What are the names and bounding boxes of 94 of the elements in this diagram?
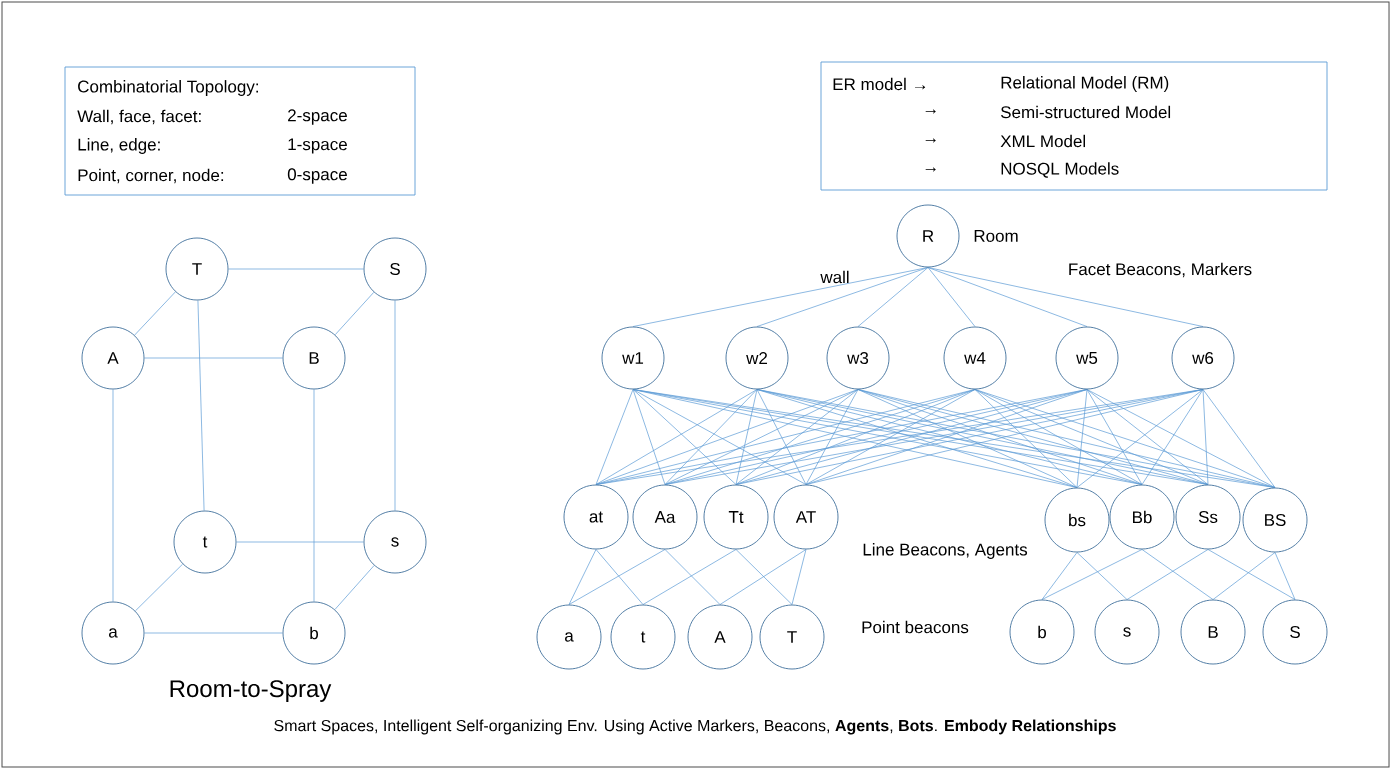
connector-line: [805, 389, 859, 485]
connector-line: [144, 632, 283, 634]
circle-node: AT: [773, 484, 839, 550]
connector-line: [642, 549, 737, 605]
circle-node: b: [1009, 599, 1075, 665]
connector-line: [632, 267, 929, 327]
connector-line: [805, 389, 1088, 485]
annotation-label: Point beacons: [862, 620, 969, 634]
circle-node: A: [81, 326, 145, 390]
connector-line: [1041, 549, 1143, 600]
connector-line: [735, 549, 793, 605]
connector-line: [595, 389, 758, 485]
connector-line: [632, 389, 807, 485]
circle-node: Bb: [1109, 484, 1175, 550]
connector-line: [1076, 389, 1088, 488]
circle-node: w1: [601, 326, 665, 390]
connector-line: [1086, 389, 1143, 485]
circle-node: T: [165, 237, 229, 301]
connector-line: [1086, 389, 1276, 488]
connector-line: [334, 565, 375, 610]
circle-node: t: [610, 604, 676, 670]
connector-line: [791, 549, 807, 605]
connector-line: [144, 357, 283, 359]
connector-line: [134, 291, 176, 336]
circle-node: at: [563, 484, 629, 550]
circle-node: w3: [826, 326, 890, 390]
circle-node: B: [282, 326, 346, 390]
circle-node: R: [896, 204, 960, 268]
connector-line: [1207, 549, 1296, 600]
connector-line: [756, 267, 929, 327]
circle-node: T: [759, 604, 825, 670]
connector-line: [719, 549, 807, 605]
connector-line: [857, 267, 929, 327]
connector-line: [664, 389, 758, 485]
connector-line: [735, 389, 859, 485]
connector-line: [112, 389, 114, 602]
connector-line: [632, 389, 737, 485]
connector-line: [1126, 549, 1209, 600]
circle-node: B: [1180, 599, 1246, 665]
connector-line: [1202, 389, 1276, 488]
connector-line: [228, 268, 364, 270]
circle-node: A: [687, 604, 753, 670]
annotation-label: Room-to-Spray: [170, 680, 332, 702]
connector-line: [568, 549, 666, 605]
connector-line: [1212, 552, 1276, 600]
circle-node: S: [1262, 599, 1328, 665]
connector-line: [974, 389, 1078, 488]
connector-line: [595, 389, 634, 485]
connector-line: [1141, 389, 1204, 485]
circle-node: Ss: [1175, 484, 1241, 550]
connector-line: [927, 267, 976, 327]
connector-line: [927, 267, 1088, 327]
circle-node: t: [173, 510, 237, 574]
circle-node: Tt: [703, 484, 769, 550]
circle-node: w6: [1171, 326, 1235, 390]
info-box: ER model → Relational Model (RM) → Semi-structured Model → XML Model → NOSQL Models: [820, 61, 1328, 191]
connector-line: [1202, 389, 1209, 485]
circle-node: a: [536, 604, 602, 670]
connector-line: [756, 389, 807, 485]
info-box: Combinatorial Topology: Wall, face, facet: 2-space Line, edge: 1-space Point, corner, node: 0-space: [64, 66, 416, 196]
circle-node: bs: [1044, 487, 1110, 553]
circle-node: s: [1094, 599, 1160, 665]
circle-node: b: [282, 601, 346, 665]
connector-line: [1041, 552, 1078, 600]
circle-node: s: [363, 510, 427, 574]
circle-node: a: [81, 601, 145, 665]
connector-line: [974, 389, 1143, 485]
circle-node: Aa: [632, 484, 698, 550]
connector-line: [394, 300, 396, 511]
annotation-label: wall: [820, 270, 849, 284]
connector-line: [1076, 552, 1128, 600]
circle-node: S: [363, 237, 427, 301]
caption: Smart Spaces, Intelligent Self-organizing Env. Using Active Markers, Beacons, Agents, Bots. Embody Relationships: [274, 719, 1116, 735]
connector-line: [313, 389, 315, 602]
connector-line: [735, 389, 758, 485]
connector-line: [135, 563, 183, 612]
connector-line: [568, 549, 597, 605]
connector-line: [334, 291, 375, 336]
circle-node: w5: [1055, 326, 1119, 390]
connector-line: [805, 389, 976, 485]
connector-line: [595, 549, 644, 605]
circle-node: BS: [1242, 487, 1308, 553]
annotation-label: Facet Beacons, Markers: [1069, 262, 1252, 278]
connector-line: [197, 300, 205, 511]
connector-line: [236, 541, 364, 543]
connector-line: [1141, 549, 1214, 600]
connector-line: [1274, 552, 1296, 600]
circle-node: w2: [725, 326, 789, 390]
annotation-label: Line Beacons, Agents: [863, 543, 1028, 559]
connector-line: [632, 389, 666, 485]
circle-node: w4: [943, 326, 1007, 390]
connector-line: [927, 267, 1204, 327]
node-caption: Room: [974, 230, 1018, 242]
connector-line: [664, 549, 721, 605]
